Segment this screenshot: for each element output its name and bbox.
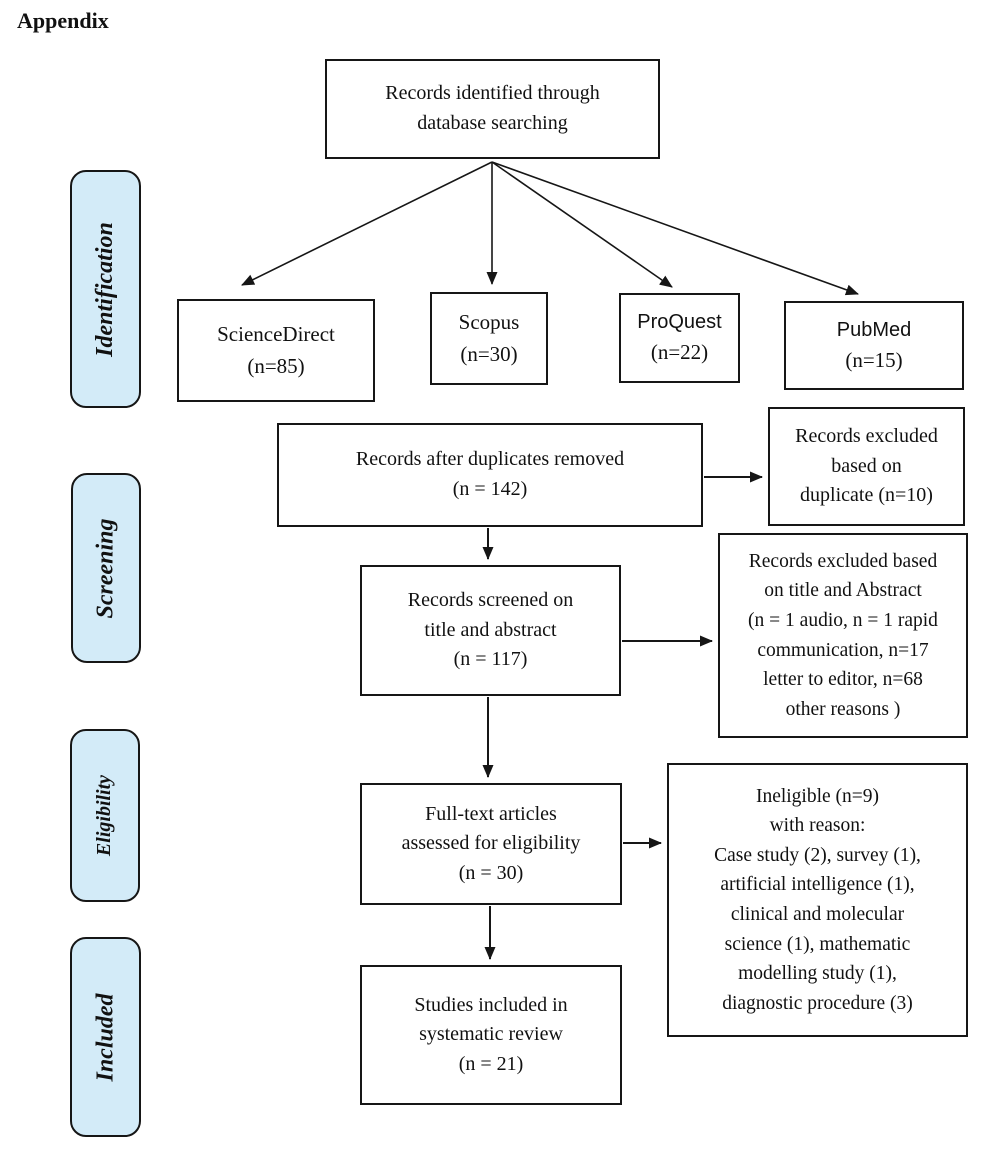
pubmed-name: PubMed: [836, 318, 912, 341]
stage-identification-label: Identification: [92, 221, 119, 357]
box-scopus: Scopus (n=30): [430, 292, 548, 385]
arrow-identified-to-proquest: [491, 161, 673, 288]
stage-included-label: Included: [92, 992, 119, 1082]
box-records-screened: Records screened on title and abstract (…: [360, 565, 621, 696]
stage-identification: Identification: [70, 170, 141, 408]
box-fulltext-assessed: Full-text articles assessed for eligibil…: [360, 783, 622, 905]
pubmed-count: (n=15): [845, 347, 903, 372]
arrow-identified-to-sciencedirect: [241, 161, 493, 286]
box-studies-included: Studies included in systematic review (n…: [360, 965, 622, 1105]
stage-screening: Screening: [71, 473, 141, 663]
proquest-count: (n=22): [650, 340, 709, 365]
proquest-name: ProQuest: [637, 311, 722, 334]
sciencedirect-count: (n=85): [247, 353, 305, 378]
box-excluded-duplicate: Records excluded based on duplicate (n=1…: [768, 407, 965, 526]
scopus-count: (n=30): [460, 341, 518, 366]
box-duplicates-removed: Records after duplicates removed (n = 14…: [277, 423, 703, 527]
stage-eligibility: Eligibility: [70, 729, 140, 902]
box-excluded-title-abstract: Records excluded based on title and Abst…: [718, 533, 968, 738]
box-pubmed: PubMed (n=15): [784, 301, 964, 390]
stage-screening-label: Screening: [92, 517, 119, 619]
stage-included: Included: [70, 937, 141, 1137]
box-sciencedirect: ScienceDirect (n=85): [177, 299, 375, 402]
arrow-identified-to-pubmed: [491, 161, 859, 296]
page-title: Appendix: [17, 8, 109, 33]
stage-eligibility-label: Eligibility: [93, 774, 116, 857]
sciencedirect-name: ScienceDirect: [217, 322, 335, 346]
box-records-identified: Records identified through database sear…: [325, 59, 660, 159]
box-ineligible: Ineligible (n=9) with reason: Case study…: [667, 763, 968, 1037]
scopus-name: Scopus: [458, 310, 520, 334]
box-proquest: ProQuest (n=22): [619, 293, 740, 383]
